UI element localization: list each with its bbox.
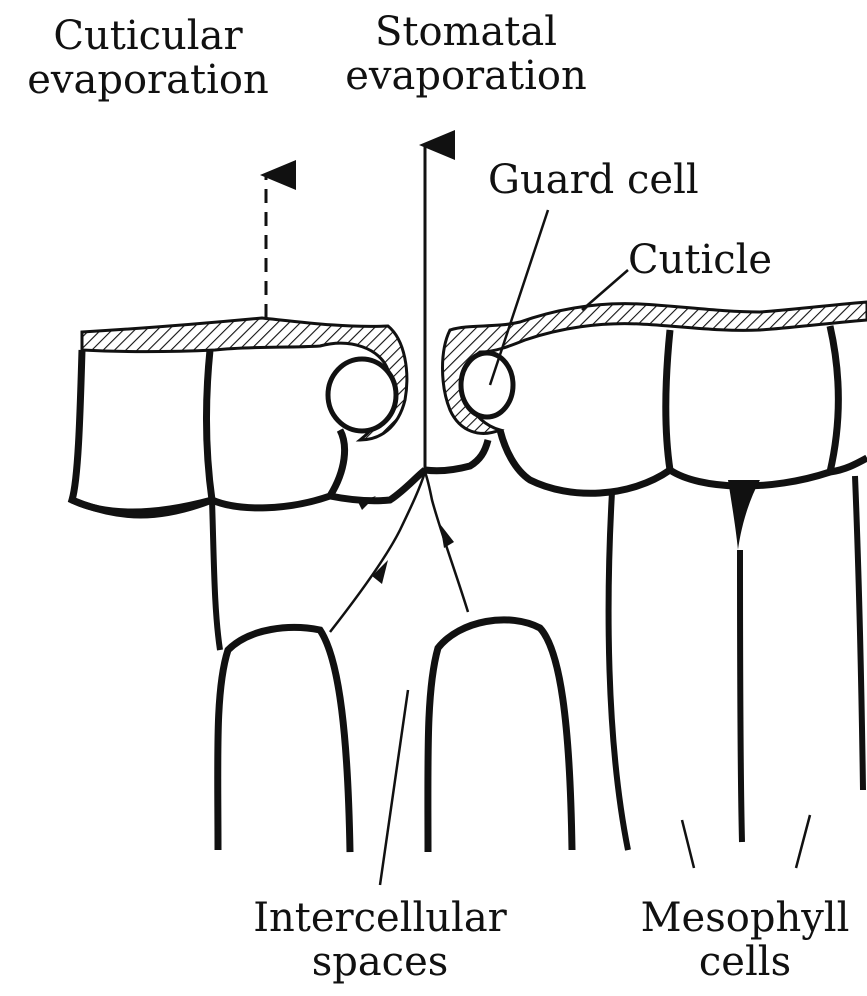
mesophyll-leader-right [796, 815, 810, 868]
label-mesophyll-cells: Mesophyll cells [626, 896, 864, 984]
label-intercellular-line2: spaces [230, 940, 530, 984]
label-intercellular-spaces: Intercellular spaces [230, 896, 530, 984]
guard-cell-right-shape [461, 353, 513, 417]
vapour-arrowhead-right [440, 524, 454, 548]
label-mesophyll-line2: cells [626, 940, 864, 984]
label-guard-cell: Guard cell [488, 158, 718, 202]
label-cuticular-line1: Cuticular [18, 14, 278, 58]
guard-cell-leader [490, 210, 548, 385]
label-stomatal-line2: evaporation [336, 54, 596, 98]
label-cuticular-evaporation: Cuticular evaporation [18, 14, 278, 102]
mesophyll-leader-left [682, 820, 694, 868]
intercellular-leader [380, 690, 408, 885]
mesophyll-cell-walls [212, 476, 863, 852]
label-cuticle: Cuticle [628, 238, 808, 282]
label-stomatal-evaporation: Stomatal evaporation [336, 10, 596, 98]
mesophyll-wedge [728, 480, 760, 550]
label-cuticular-line2: evaporation [18, 58, 278, 102]
label-intercellular-line1: Intercellular [230, 896, 530, 940]
label-stomatal-line1: Stomatal [336, 10, 596, 54]
label-mesophyll-line1: Mesophyll [626, 896, 864, 940]
guard-cell-left-shape [328, 359, 396, 431]
